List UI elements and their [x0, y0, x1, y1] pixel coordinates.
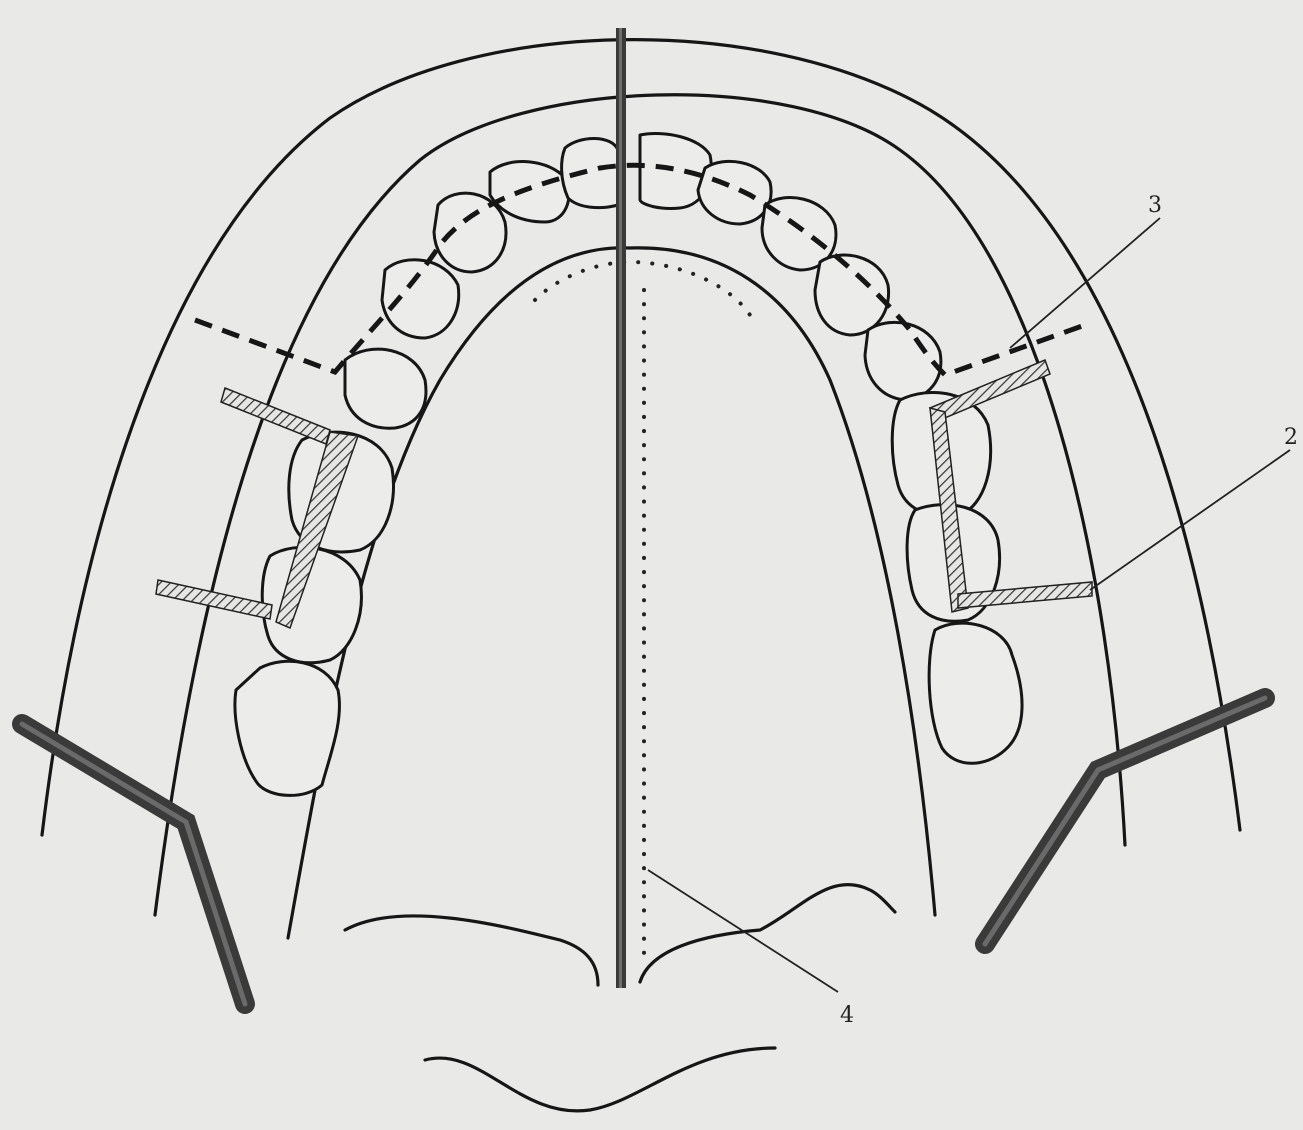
tooth-right-molar-3: [929, 623, 1022, 763]
label-3: 3: [1148, 193, 1162, 218]
soft-tissue-curve-right: [640, 885, 895, 982]
bar-left-highlight: [22, 724, 245, 1004]
teeth-left: [235, 138, 618, 795]
tooth-left-molar-3: [235, 661, 339, 795]
implant-right: [930, 360, 1092, 612]
tooth-right-lateral-incisor: [698, 161, 771, 224]
tooth-left-premolar-1: [382, 260, 459, 338]
hatched-pin-right-upper: [930, 360, 1050, 420]
leader-line-3: [1010, 218, 1160, 348]
teeth-right: [640, 134, 1022, 764]
leader-line-4: [648, 870, 838, 992]
tooth-left-premolar-2: [345, 349, 426, 428]
hatched-pin-left-upper: [221, 388, 330, 444]
angled-bar-left: [22, 724, 245, 1004]
palatal-dotted-arc: [535, 262, 750, 315]
midline-rod-highlight: [619, 28, 622, 988]
tooth-left-central-incisor: [562, 138, 618, 207]
bar-left-shape: [22, 724, 245, 1004]
soft-tissue-curve-left: [345, 916, 598, 985]
tooth-right-premolar-2: [865, 322, 941, 400]
leader-line-2: [1090, 450, 1290, 590]
lip-curve: [425, 1048, 775, 1111]
label-2: 2: [1284, 425, 1298, 450]
label-4: 4: [840, 1003, 854, 1028]
